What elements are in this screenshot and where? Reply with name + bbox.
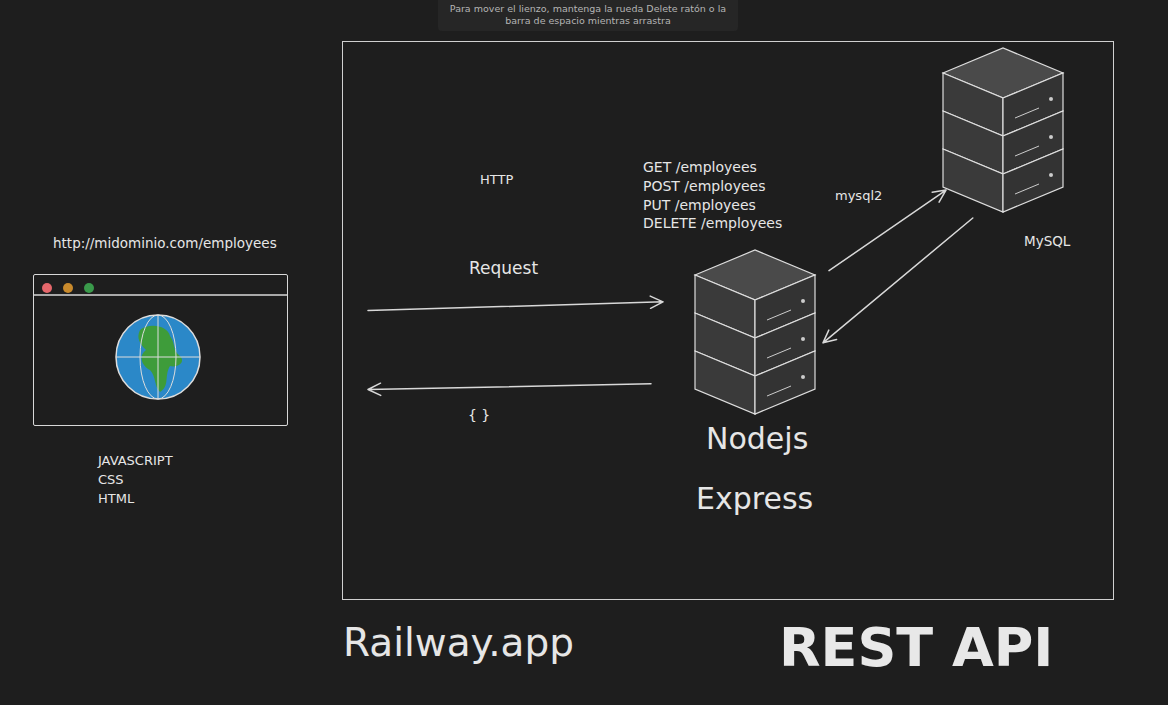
database-name: MySQL [1024,233,1070,249]
server-name: Nodejs [706,421,808,457]
arrow-connector [368,296,663,310]
annotation-text: HTTP [478,172,515,188]
server-node: NodejsExpress [696,251,816,415]
browser-window: http://midominio.com/employees [33,274,288,426]
connector-label: mysql2 [833,188,884,204]
window-dot [63,283,73,293]
server-icon [695,250,815,414]
annotation-text: POST /employees [641,178,767,195]
database-node: MySQL [944,49,1064,213]
arrow-connector [823,218,973,343]
url-heading: http://midominio.com/employees [53,235,277,251]
annotation-text: JAVASCRIPT [96,453,175,469]
annotation-text: PUT /employees [641,197,758,214]
window-dot [42,283,52,293]
diagram-title: REST API [777,616,1055,681]
globe-icon [116,315,200,399]
database-server-icon [943,48,1063,212]
server-name: Express [696,481,813,517]
annotation-text: DELETE /employees [641,215,784,232]
annotation-text: CSS [96,472,126,488]
title-bar-line [34,294,287,296]
connector-label: Request [467,258,540,278]
annotation-text: GET /employees [641,159,759,176]
node-text: Para mover el lienzo, mantenga la rueda … [446,3,730,28]
annotation-text: HTML [96,491,136,507]
connector-label: { } [466,407,492,424]
region-title: Railway.app [343,620,574,667]
hosting-region: Railway.appNodejsExpressMySQL [342,41,1114,600]
window-dot [84,283,94,293]
arrow-connector [368,383,651,395]
tooltip-box: Para mover el lienzo, mantenga la rueda … [438,0,738,31]
